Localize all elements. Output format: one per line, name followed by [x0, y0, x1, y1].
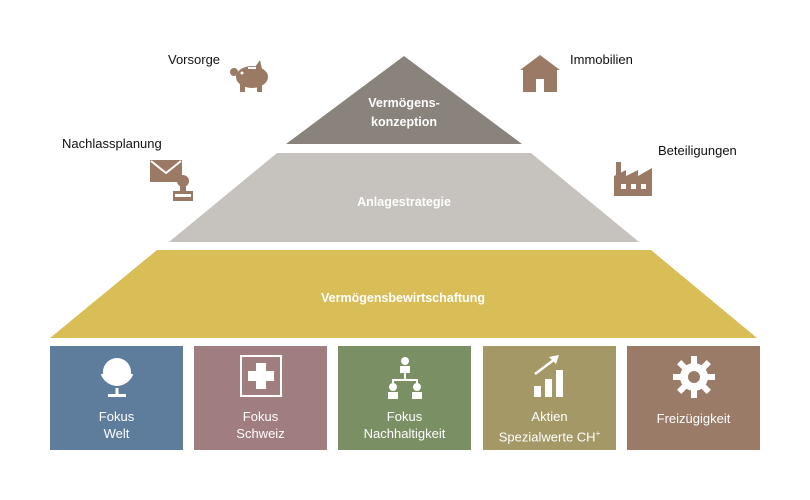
- box-line1: Fokus: [242, 409, 279, 424]
- box-line1: Aktien: [531, 409, 568, 424]
- box-line1: Fokus: [98, 409, 135, 424]
- box-line2: Schweiz: [236, 426, 285, 441]
- pyramid-bottom-layer: [50, 250, 757, 338]
- growth-chart-icon: [533, 355, 563, 397]
- box-fokus-nachhaltigkeit[interactable]: Fokus Nachhaltigkeit: [338, 346, 471, 450]
- factory-icon: [614, 162, 652, 196]
- box-aktien-spezialwerte[interactable]: Aktien Spezialwerte CH+: [483, 346, 616, 450]
- swiss-cross-icon: [239, 355, 282, 397]
- piggy-bank-icon: [230, 60, 268, 92]
- box-line1: Fokus: [386, 409, 423, 424]
- pyramid-middle-layer: [169, 153, 639, 242]
- pyramid-bottom-label: Vermögensbewirtschaftung: [321, 291, 485, 305]
- gear-icon: [672, 356, 715, 398]
- pyramid-top-layer: [286, 56, 522, 144]
- pyramid-middle-label: Anlagestrategie: [357, 195, 451, 209]
- vorsorge-label: Vorsorge: [168, 52, 221, 67]
- globe-icon: [100, 358, 133, 397]
- box-freizuegigkeit[interactable]: Freizügigkeit: [627, 346, 760, 450]
- nachlassplanung-label: Nachlassplanung: [62, 136, 162, 151]
- immobilien-label: Immobilien: [570, 52, 633, 67]
- org-chart-icon: [387, 357, 422, 399]
- house-icon: [520, 55, 560, 92]
- box-fokus-schweiz[interactable]: Fokus Schweiz: [194, 346, 327, 450]
- pyramid-top-label-line2: konzeption: [371, 115, 437, 129]
- beteiligungen-label: Beteiligungen: [658, 143, 737, 158]
- letter-stamp-icon: [150, 160, 193, 201]
- box-line2-sup: +: [595, 429, 601, 438]
- box-line2: Welt: [103, 426, 130, 441]
- box-line2: Spezialwerte CH: [498, 429, 596, 445]
- box-line1: Freizügigkeit: [656, 411, 731, 426]
- pyramid-top-label-line1: Vermögens-: [368, 96, 440, 110]
- pyramid-top-label: Vermögens- konzeption: [334, 94, 474, 132]
- box-line2: Nachhaltigkeit: [363, 426, 446, 441]
- box-line2-wrap: Spezialwerte CH+: [483, 425, 616, 445]
- box-fokus-welt[interactable]: Fokus Welt: [50, 346, 183, 450]
- pyramid: [50, 56, 757, 338]
